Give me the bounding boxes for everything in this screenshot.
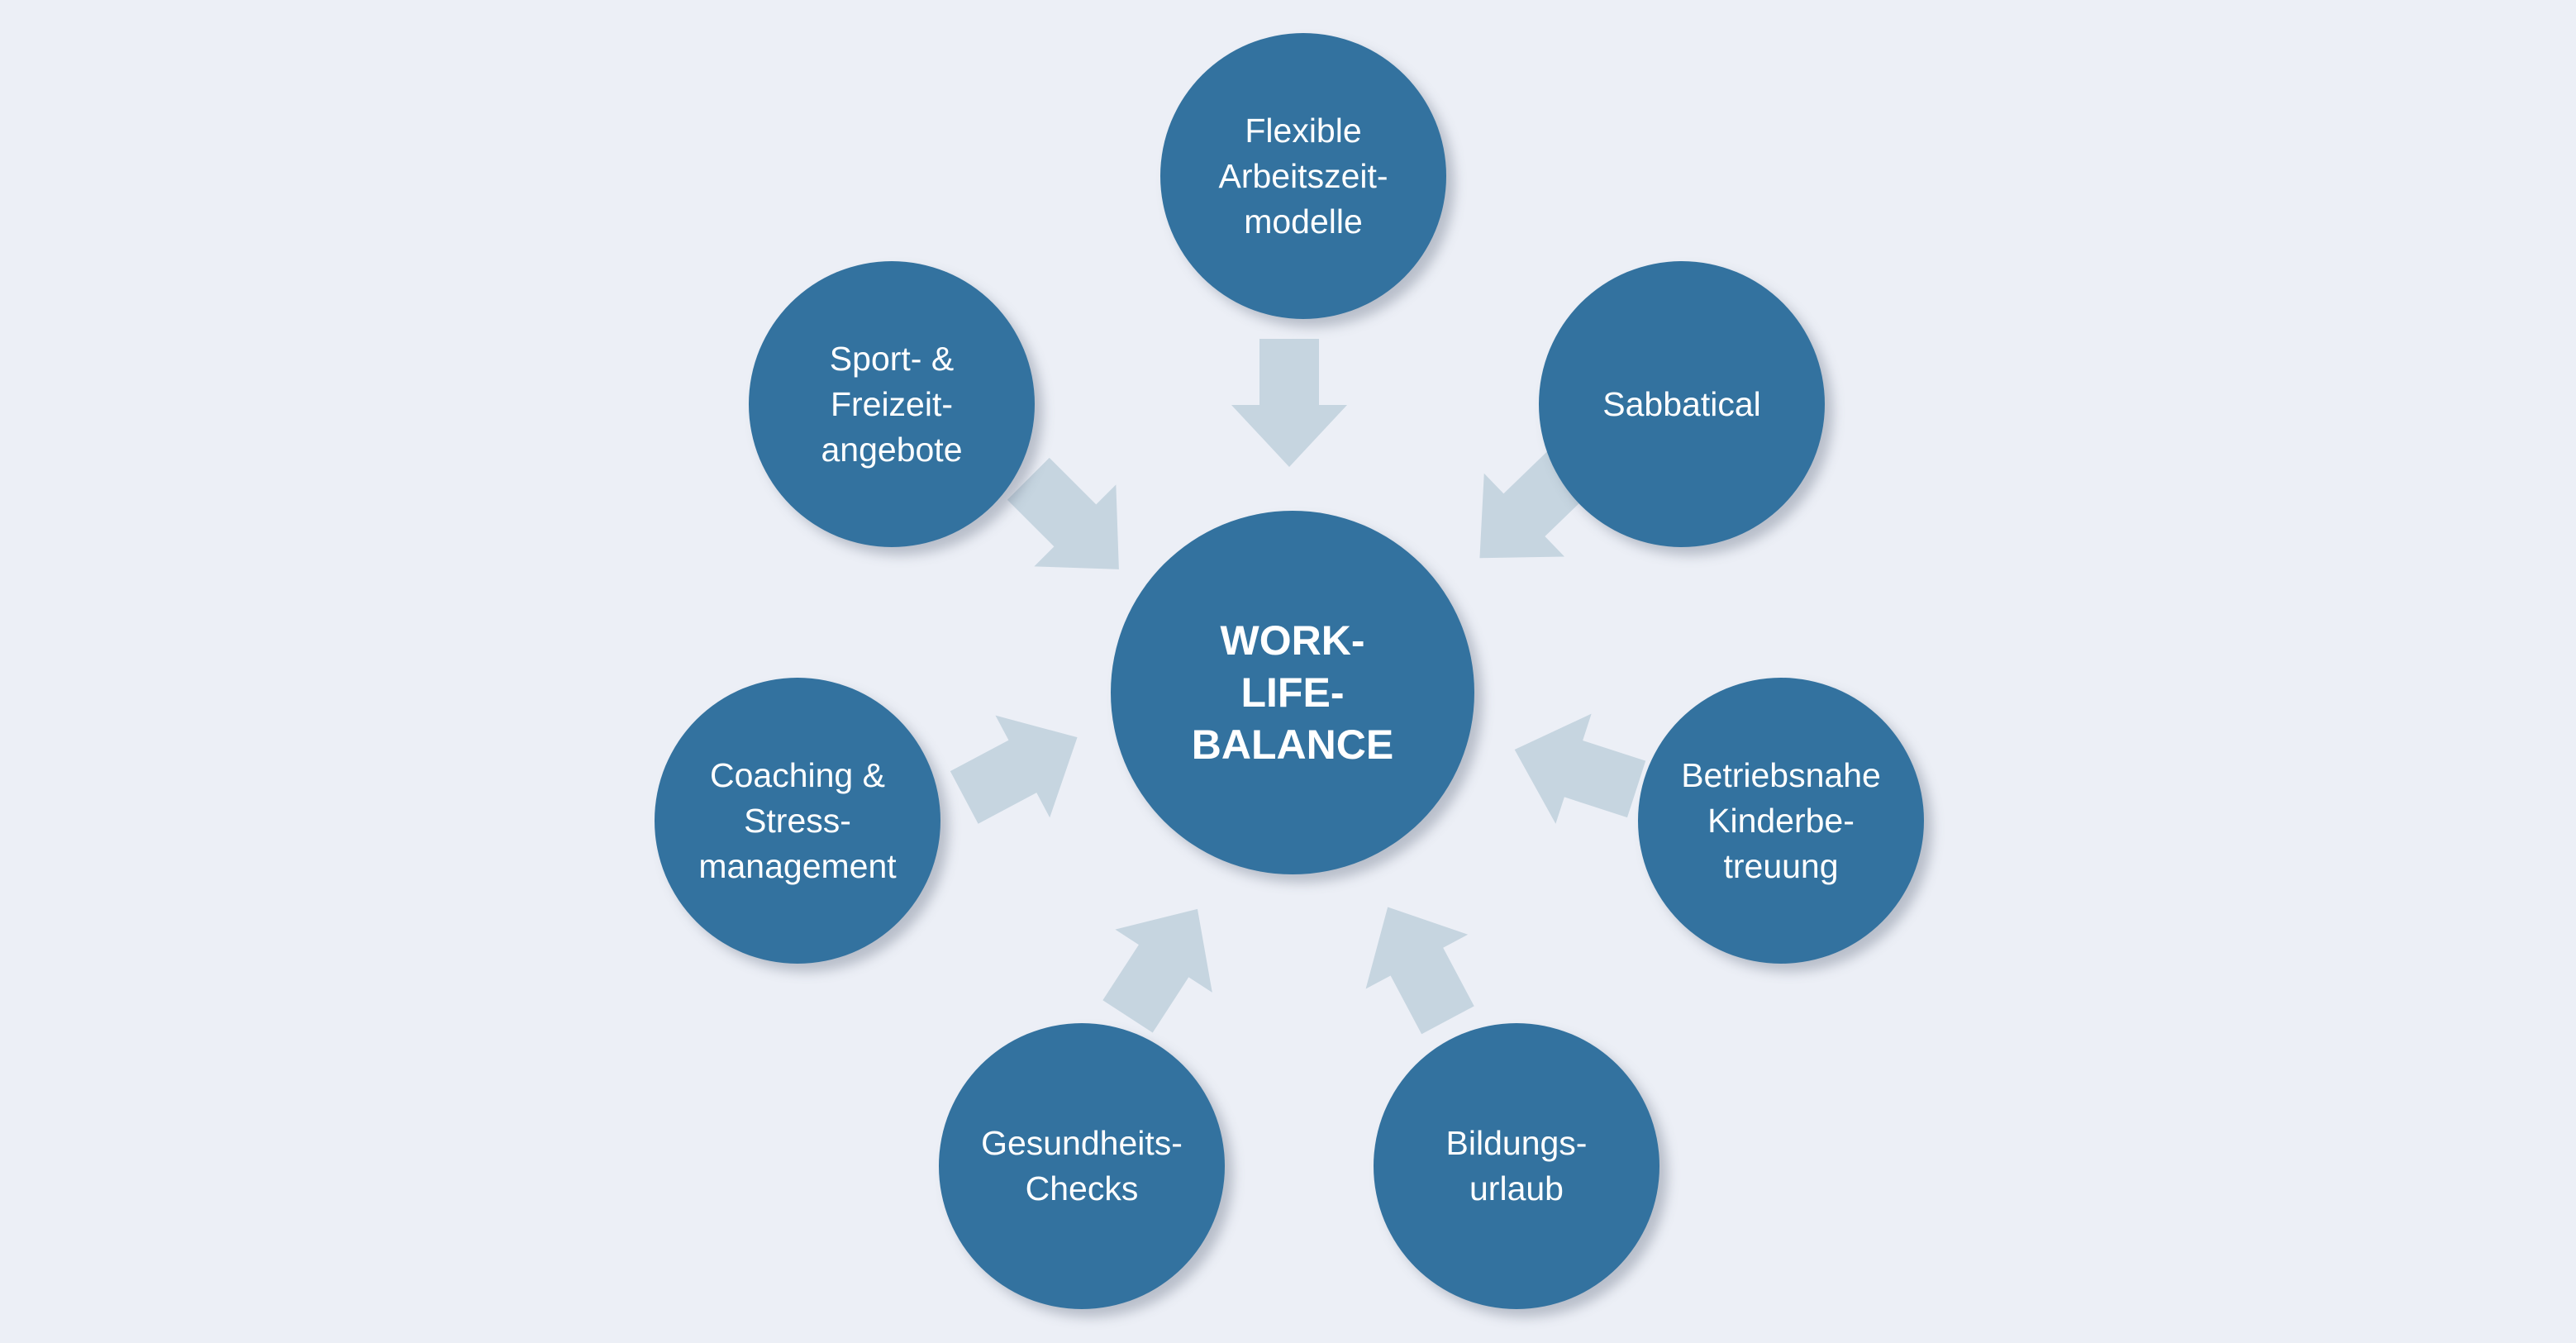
- arrow-from-right: [1497, 694, 1655, 845]
- node-label: Sabbatical: [1602, 384, 1761, 423]
- node-gesundheits-checks: Gesundheits- Checks: [939, 1023, 1225, 1309]
- node-coaching-stressmanagement: Coaching & Stress- management: [655, 678, 940, 964]
- node-sport-freizeitangebote: Sport- & Freizeit- angebote: [749, 261, 1035, 547]
- arrow-from-top: [1231, 339, 1347, 467]
- node-bildungsurlaub: Bildungs- urlaub: [1374, 1023, 1659, 1309]
- node-label: Flexible Arbeitszeit- modelle: [1218, 111, 1388, 241]
- node-betriebsnahe-kinderbetreuung: Betriebsnahe Kinderbe- treuung: [1638, 678, 1924, 964]
- center-node-work-life-balance: WORK- LIFE- BALANCE: [1111, 511, 1474, 874]
- center-node-label: WORK- LIFE- BALANCE: [1191, 617, 1394, 768]
- node-flexible-arbeitszeitmodelle: Flexible Arbeitszeit- modelle: [1160, 33, 1446, 319]
- node-sabbatical: Sabbatical: [1539, 261, 1825, 547]
- arrow-from-bottom-right: [1336, 879, 1499, 1048]
- node-label: Sport- & Freizeit- angebote: [821, 339, 963, 469]
- node-label: Betriebsnahe Kinderbe- treuung: [1681, 755, 1881, 885]
- node-label: Gesundheits- Checks: [981, 1124, 1183, 1207]
- arrow-from-left: [936, 686, 1105, 849]
- arrow-from-bottom-left: [1078, 877, 1246, 1048]
- node-label: Bildungs- urlaub: [1445, 1124, 1588, 1207]
- node-label: Coaching & Stress- management: [698, 755, 897, 885]
